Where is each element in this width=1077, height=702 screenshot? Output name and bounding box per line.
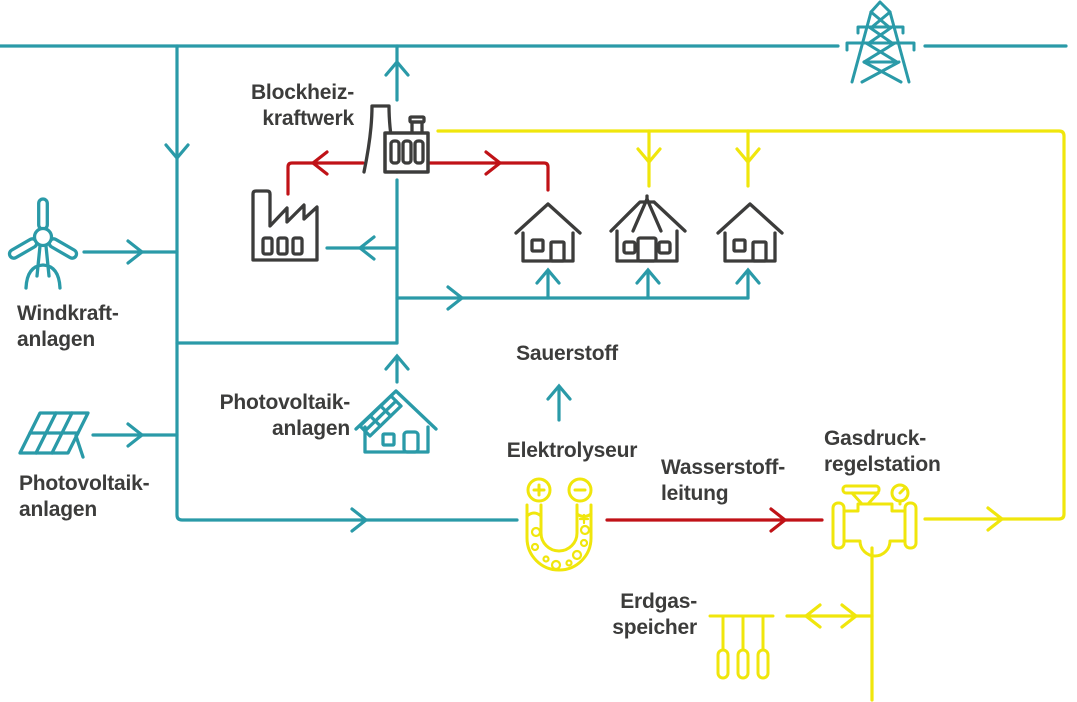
solar-panel-icon	[18, 411, 90, 459]
arrow-up-icon	[635, 267, 661, 285]
label-line: speicher	[612, 616, 697, 639]
pylon-icon	[845, 0, 916, 84]
chp-plant-icon	[362, 104, 430, 174]
label-sauerstoff: Sauerstoff	[467, 341, 667, 367]
label-line: anlagen	[17, 328, 95, 351]
arrow-right-icon	[840, 603, 859, 629]
arrow-down-icon	[164, 143, 190, 161]
pressure-valve-icon	[831, 483, 918, 558]
label-wasserstoffleitung: Wasserstoff- leitung	[661, 455, 785, 507]
heat-line-house	[428, 161, 550, 192]
label-windkraftanlagen: Windkraft- anlagen	[17, 301, 119, 353]
label-line: Erdgas-	[620, 590, 697, 613]
arrow-left-icon	[357, 235, 376, 261]
arrow-down-icon	[735, 147, 761, 165]
arrow-left-icon	[310, 150, 329, 176]
arrow-right-icon	[484, 150, 503, 176]
label-line: Sauerstoff	[516, 342, 618, 365]
factory-icon	[251, 189, 319, 262]
label-elektrolyseur: Elektrolyseur	[472, 438, 672, 464]
label-line: Blockheiz-	[250, 81, 354, 104]
arrow-up-icon	[546, 383, 572, 401]
house-large-icon	[609, 194, 687, 263]
arrow-up-icon	[384, 59, 410, 77]
label-line: Photovoltaik-	[219, 391, 351, 414]
heat-hydrogen-lines	[286, 150, 824, 533]
label-line: anlagen	[272, 417, 350, 440]
label-gasdruckregelstation: Gasdruck- regelstation	[824, 426, 941, 478]
label-photovoltaikanlagen-right: Photovoltaik- anlagen	[150, 390, 351, 442]
house-small-1-icon	[514, 202, 582, 263]
label-line: anlagen	[19, 498, 97, 521]
arrow-up-icon	[535, 267, 561, 285]
arrow-right-icon	[126, 239, 145, 265]
arrow-right-icon	[986, 506, 1005, 532]
main-bus-to-electrolyzer	[175, 44, 519, 522]
arrow-down-icon	[636, 147, 662, 165]
label-line: kraftwerk	[262, 107, 354, 130]
house-small-2-icon	[716, 202, 784, 263]
gas-storage-icon	[708, 614, 775, 680]
gas-main-loop	[436, 129, 1066, 521]
wind-turbine-icon	[7, 197, 79, 290]
gas-lines	[436, 129, 1066, 702]
label-photovoltaikanlagen-left: Photovoltaik- anlagen	[19, 471, 150, 523]
label-line: Elektrolyseur	[506, 439, 638, 462]
label-erdgasspeicher: Erdgas- speicher	[517, 589, 697, 641]
arrow-right-icon	[446, 285, 465, 311]
label-line: Windkraft-	[17, 302, 119, 325]
label-line: Wasserstoff-	[661, 456, 786, 479]
label-line: Gasdruck-	[824, 427, 927, 450]
label-line: regelstation	[824, 453, 941, 476]
arrow-right-icon	[769, 507, 788, 533]
label-line: Photovoltaik-	[19, 472, 150, 495]
arrow-up-icon	[735, 267, 761, 285]
arrow-right-icon	[350, 507, 369, 533]
label-line: leitung	[661, 482, 729, 505]
arrow-left-icon	[803, 603, 822, 629]
solar-house-icon	[354, 389, 438, 454]
label-blockheizkraftwerk: Blockheiz- kraftwerk	[188, 80, 354, 132]
arrow-right-icon	[126, 422, 145, 448]
house-power-stems	[546, 270, 750, 300]
arrow-up-icon	[384, 353, 410, 371]
electricity-lines	[0, 44, 1068, 533]
electrolyzer-icon	[525, 477, 593, 572]
heat-line-factory	[286, 161, 365, 196]
